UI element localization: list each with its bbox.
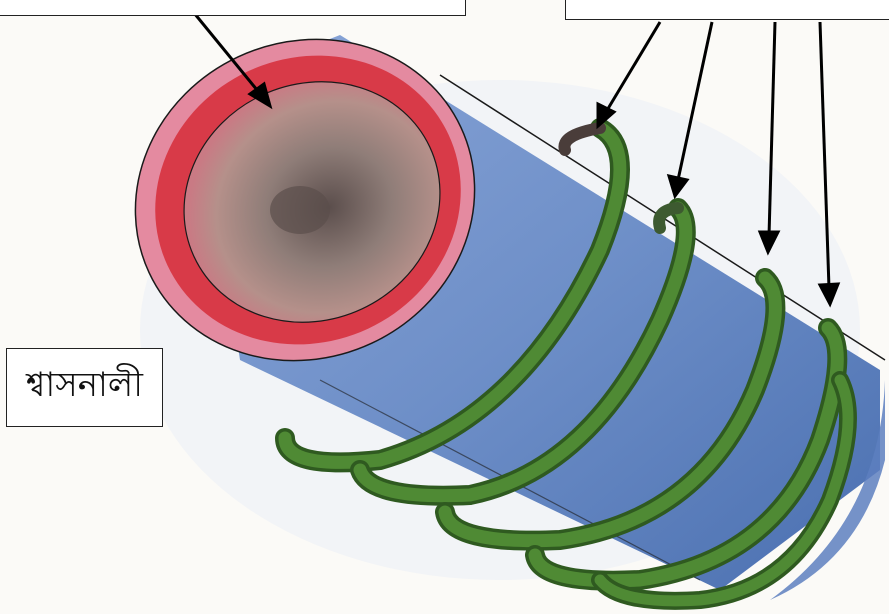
trachea-label: শ্বাসনালী (6, 348, 163, 427)
trachea-label-text: শ্বাসনালী (26, 359, 143, 416)
label-box-top-right (565, 0, 889, 20)
label-box-top-left (0, 0, 466, 16)
lumen-center (270, 186, 330, 234)
